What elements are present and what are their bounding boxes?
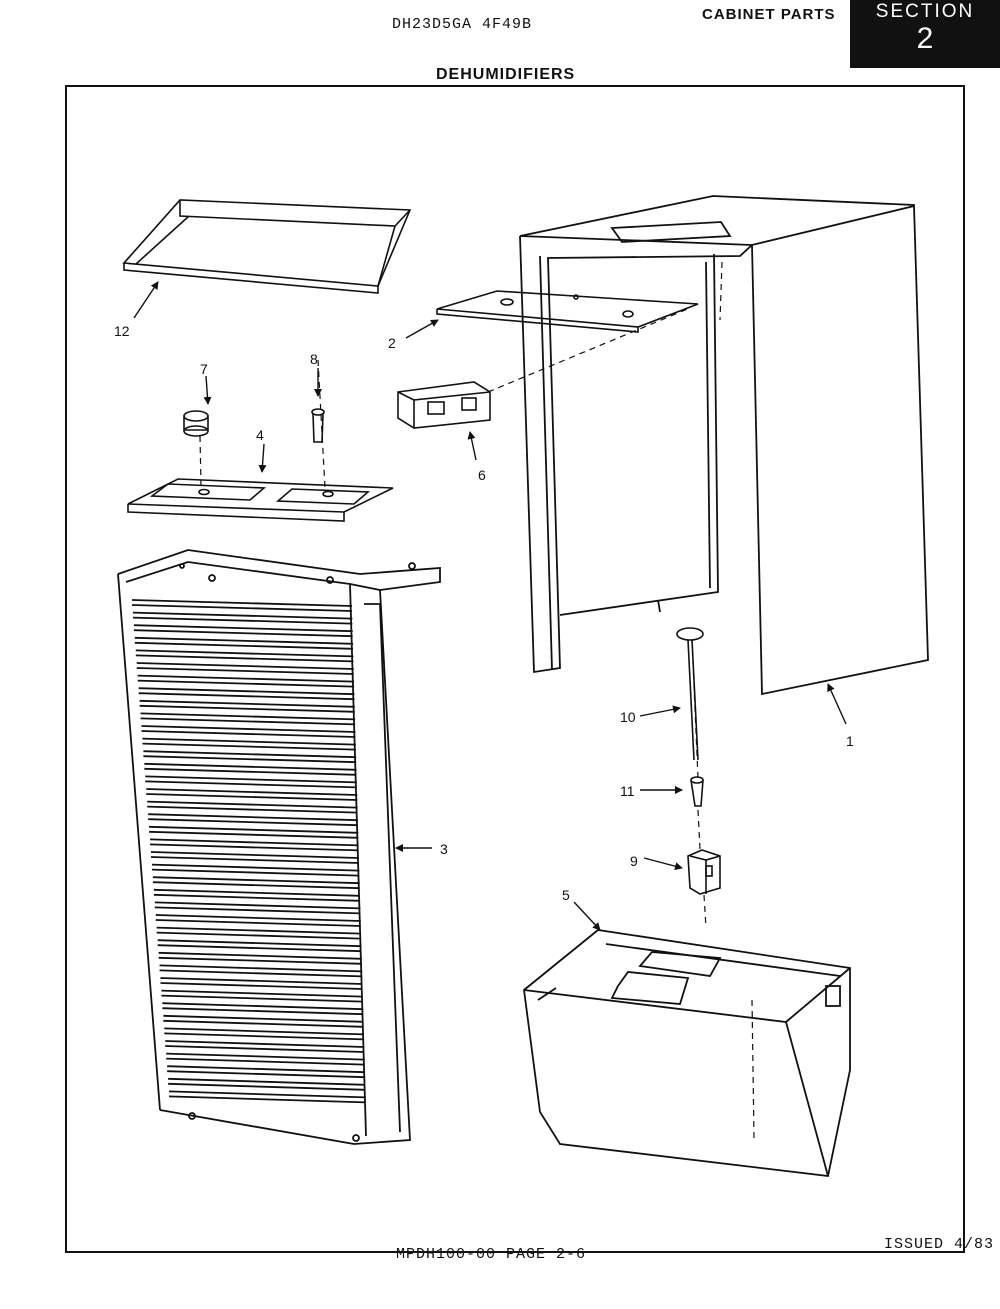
part-12-top-panel [122, 199, 412, 294]
part-11-float-tip [690, 776, 704, 807]
grille-louver [144, 762, 357, 776]
callout-6: 6 [478, 467, 486, 483]
grille-louver [153, 888, 361, 902]
callout-5: 5 [562, 887, 570, 903]
footer-doc-page: MPDH100-00 PAGE 2-6 [396, 1246, 587, 1263]
grille-louver [168, 1077, 366, 1091]
model-numbers: DH23D5GA 4F49B [392, 16, 533, 33]
part-9-float [687, 849, 721, 895]
grille-louver [149, 825, 359, 839]
section-number: 2 [916, 22, 934, 55]
grille-louver [135, 649, 354, 663]
grille-louver [156, 926, 362, 940]
grille-louver [169, 1090, 366, 1104]
diagram-border [65, 85, 965, 1253]
callout-9: 9 [630, 853, 638, 869]
callout-3: 3 [440, 841, 448, 857]
grille-louver [133, 624, 353, 638]
part-6-humidistat [397, 381, 491, 429]
grille-louver [136, 662, 354, 675]
callout-1: 1 [846, 733, 854, 749]
part-1-cabinet [519, 195, 929, 696]
grille-louver [162, 1002, 364, 1016]
part-8-screw [311, 408, 325, 443]
callout-8: 8 [310, 351, 318, 367]
callout-11: 11 [620, 783, 635, 799]
grille-louver [134, 636, 354, 650]
grille-louver [150, 851, 360, 864]
grille-louvers [131, 599, 366, 1104]
grille-louver [146, 788, 358, 801]
grille-louver [132, 611, 353, 625]
grille-louver [160, 977, 363, 990]
grille-louver [166, 1052, 365, 1066]
callout-2: 2 [388, 335, 396, 351]
grille-louver [137, 674, 355, 688]
grille-louver [140, 712, 356, 726]
footer-issued-date: ISSUED 4/83 [884, 1236, 995, 1253]
grille-louver [155, 914, 361, 927]
section-badge: SECTION 2 [850, 0, 1000, 68]
part-4-control-panel [127, 478, 394, 522]
grille-louver [161, 989, 363, 1003]
part-3-front-grille [117, 549, 441, 1145]
grille-louver [154, 901, 361, 915]
callout-12: 12 [114, 323, 130, 339]
grille-louver [142, 737, 356, 751]
grille-louver [131, 599, 353, 612]
category-label: CABINET PARTS [702, 6, 836, 23]
grille-louver [147, 800, 358, 814]
grille-louver [165, 1040, 365, 1053]
part-7-knob [183, 410, 209, 437]
grille-louver [152, 876, 360, 890]
leader-arrows [133, 281, 847, 931]
page-title: DEHUMIDIFIERS [436, 66, 576, 83]
grille-louver [158, 951, 362, 965]
grille-louver [138, 687, 355, 701]
callout-7: 7 [200, 361, 208, 377]
part-2-top-plate [436, 290, 699, 333]
grille-louver [148, 813, 358, 827]
part-5-water-bucket [523, 929, 851, 1177]
grille-louver [164, 1027, 364, 1041]
grille-louver [163, 1014, 364, 1028]
callout-4: 4 [256, 427, 264, 443]
grille-louver [139, 699, 355, 713]
grille-louver [157, 939, 362, 953]
grille-louver [167, 1065, 365, 1079]
part-10-float-rod [676, 627, 704, 761]
grille-louver [151, 863, 360, 877]
grille-louver [150, 838, 359, 852]
grille-louver [145, 775, 357, 789]
callout-10: 10 [620, 709, 636, 725]
grille-louver [141, 725, 356, 738]
section-label: SECTION [875, 1, 975, 22]
grille-louver [143, 750, 357, 764]
grille-louver [159, 964, 363, 978]
